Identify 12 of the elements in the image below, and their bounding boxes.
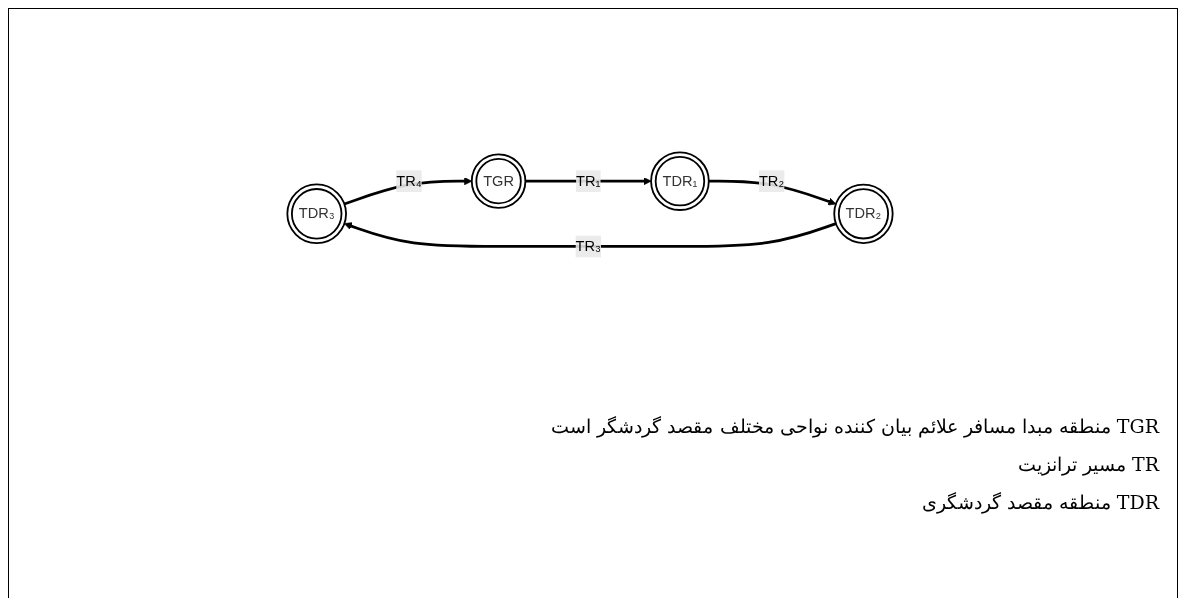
edge-label: TR₂ bbox=[758, 173, 785, 189]
legend-note: TR مسیر ترانزیت bbox=[1016, 453, 1159, 475]
node-circle: TDR₃ bbox=[286, 183, 347, 245]
node-circle: TDR₂ bbox=[833, 183, 894, 245]
edge-label: TR₃ bbox=[575, 238, 601, 254]
node-circle: TGR bbox=[470, 153, 527, 209]
legend-note: TDR منطقه مقصد گردشگری bbox=[920, 491, 1159, 513]
legend-note: TGR منطقه مبدا مسافر علائم بیان کننده نواحی مختلف مقصد گردشگر است bbox=[550, 415, 1159, 437]
node-circle: TDR₁ bbox=[650, 151, 710, 212]
arrow bbox=[344, 222, 837, 248]
edge-label: TR₄ bbox=[396, 173, 422, 189]
edge-label: TR₁ bbox=[576, 173, 601, 189]
